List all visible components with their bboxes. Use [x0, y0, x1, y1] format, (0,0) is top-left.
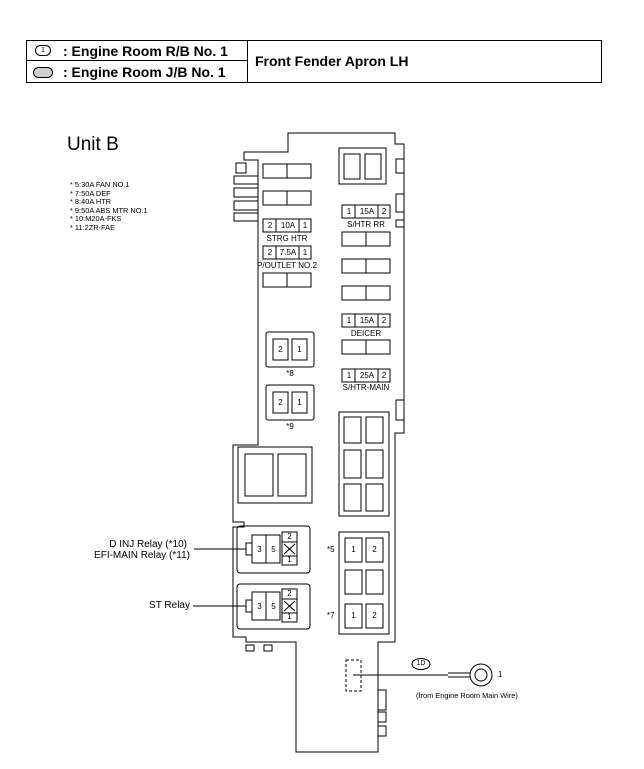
- clip: [377, 711, 387, 723]
- block-8-pin-left: 2: [278, 345, 283, 354]
- legend-row-jb: : Engine Room J/B No. 1: [27, 62, 247, 82]
- clip: [263, 644, 273, 652]
- relay-d-inj-pin-1: 1: [287, 555, 292, 564]
- fuse-p-outlet: [262, 245, 312, 260]
- note-item: * 5:30A FAN NO.1: [70, 180, 130, 189]
- p-outlet-pin-right: 1: [302, 248, 308, 257]
- p-outlet-pin-left: 2: [267, 248, 273, 257]
- note-item: * 11:2ZR-FAE: [70, 222, 116, 232]
- big-relay-block: [237, 446, 313, 504]
- junction-block-symbol: [33, 67, 53, 78]
- block-9-label: *9: [286, 422, 294, 431]
- note-item: * 8:40A HTR: [70, 197, 112, 207]
- location-label: Front Fender Apron LH: [255, 53, 409, 69]
- s-htr-main-pin-left: 1: [346, 371, 352, 380]
- deicer-pin-left: 1: [346, 316, 352, 325]
- clip: [395, 158, 405, 174]
- deicer-label: DEICER: [350, 329, 382, 338]
- clip: [233, 187, 259, 198]
- relay-efi-main-label: EFI-MAIN Relay (*11): [94, 550, 190, 561]
- fuse-strg-htr: [262, 218, 312, 233]
- s-htr-main-label: S/HTR-MAIN: [342, 383, 390, 392]
- fuse-s-htr-main: [341, 368, 391, 383]
- clip: [245, 644, 255, 652]
- clip: [395, 193, 405, 213]
- legend-table: 1 : Engine Room R/B No. 1 : Engine Room …: [26, 40, 602, 83]
- relay-d-inj-pin-2: 2: [287, 532, 292, 541]
- clip: [235, 162, 247, 174]
- block-9: [265, 384, 315, 421]
- block-7-pin-right: 2: [372, 611, 377, 620]
- maxi-fuse: [338, 147, 387, 185]
- p-outlet-label: P/OUTLET NO.2: [257, 261, 317, 270]
- note-item: * 7:50A DEF: [70, 188, 111, 198]
- note-item: * 9:50A ABS MTR NO.1: [70, 205, 148, 215]
- notes-list: * 5:30A FAN NO.1 * 7:50A DEF * 8:40A HTR…: [70, 180, 148, 233]
- wire-source-note: (from Engine Room Main Wire): [416, 691, 518, 700]
- block-8-label: *8: [286, 369, 294, 378]
- relay-st-pin-2: 2: [287, 589, 292, 598]
- clip: [233, 200, 259, 211]
- block-7-pin-left: 1: [351, 611, 356, 620]
- connector-code: 1D: [416, 660, 426, 667]
- strg-htr-label: STRG HTR: [266, 234, 308, 243]
- big-fuse-block: [338, 411, 390, 517]
- terminal-number: 1: [498, 670, 503, 679]
- fuse-deicer: [341, 313, 391, 328]
- relay-st-pin-3: 3: [257, 602, 262, 611]
- s-htr-main-pin-right: 2: [381, 371, 387, 380]
- junction-block-symbol: [411, 658, 431, 670]
- strg-htr-pin-right: 1: [302, 221, 308, 230]
- strg-htr-pin-left: 2: [267, 221, 273, 230]
- legend-rb-label: : Engine Room R/B No. 1: [63, 43, 228, 59]
- strg-htr-rating: 10A: [280, 221, 296, 230]
- clip: [377, 725, 387, 737]
- s-htr-main-rating: 25A: [359, 371, 375, 380]
- block-5-label: *5: [327, 545, 335, 554]
- legend-divider: [247, 41, 248, 82]
- relay-block-symbol: 1: [35, 45, 51, 56]
- block-8: [265, 331, 315, 368]
- relay-st-pin-1: 1: [287, 612, 292, 621]
- ground-terminal: [469, 663, 493, 687]
- block-9-pin-left: 2: [278, 398, 283, 407]
- block-5-7: [338, 531, 390, 635]
- relay-d-inj-pin-5: 5: [271, 545, 276, 554]
- block-8-pin-right: 1: [297, 345, 302, 354]
- block-7-label: *7: [327, 611, 335, 620]
- fuse-s-htr-rr: [341, 204, 391, 219]
- s-htr-rr-label: S/HTR RR: [347, 220, 385, 229]
- legend-row-rb: 1 : Engine Room R/B No. 1: [27, 41, 247, 61]
- clip: [233, 212, 259, 222]
- block-9-pin-right: 1: [297, 398, 302, 407]
- clip: [395, 399, 405, 421]
- relay-st-pin-5: 5: [271, 602, 276, 611]
- block-5-pin-right: 2: [372, 545, 377, 554]
- legend-jb-label: : Engine Room J/B No. 1: [63, 64, 226, 80]
- clip: [395, 219, 405, 228]
- s-htr-rr-pin-right: 2: [381, 207, 387, 216]
- s-htr-rr-rating: 15A: [359, 207, 375, 216]
- relay-d-inj-label: D INJ Relay (*10): [109, 539, 187, 550]
- unit-title: Unit B: [67, 134, 119, 155]
- note-item: * 10:M20A-FKS: [70, 214, 122, 224]
- clip: [233, 175, 259, 185]
- p-outlet-rating: 7.5A: [279, 248, 297, 257]
- deicer-pin-right: 2: [381, 316, 387, 325]
- clip: [377, 689, 387, 711]
- relay-st-label: ST Relay: [149, 600, 190, 611]
- deicer-rating: 15A: [359, 316, 375, 325]
- relay-d-inj-pin-3: 3: [257, 545, 262, 554]
- s-htr-rr-pin-left: 1: [346, 207, 352, 216]
- block-5-pin-left: 1: [351, 545, 356, 554]
